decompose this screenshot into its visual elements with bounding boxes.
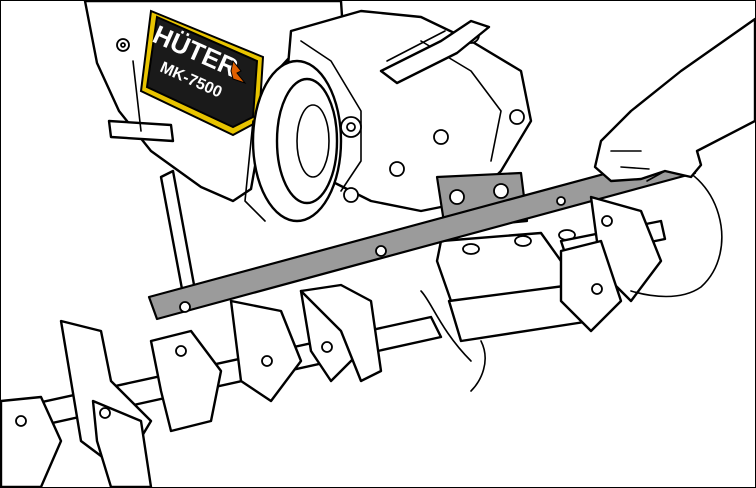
tine-guard-arc	[630, 160, 723, 298]
hand-holding-bar	[593, 17, 755, 183]
tiller-tines	[1, 289, 363, 487]
logo-panel	[145, 15, 259, 129]
flame-icon	[230, 59, 247, 85]
depth-stop-lever	[299, 283, 486, 392]
brand-logo-plate: HÜTER MK-7500	[139, 9, 265, 137]
frame-strut	[107, 60, 199, 307]
handle-tube	[379, 19, 491, 85]
tiller-tines-right	[559, 195, 663, 333]
drive-wheel	[244, 59, 343, 223]
